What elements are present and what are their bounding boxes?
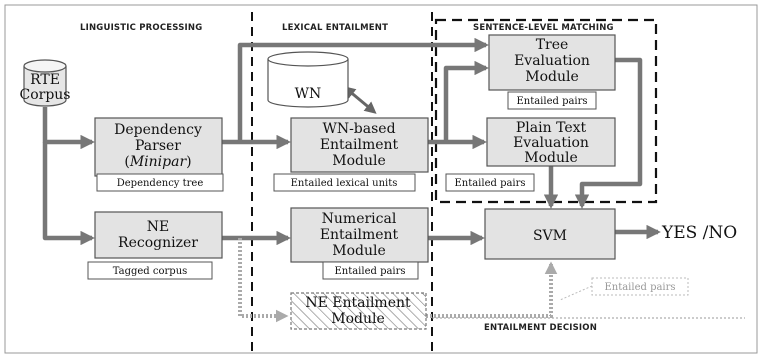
label-tagged-corpus: Tagged corpus xyxy=(87,261,213,280)
header-decision: ENTAILMENT DECISION xyxy=(484,323,597,333)
arrow-corpus-ner xyxy=(42,142,95,246)
wn-database: WN xyxy=(267,51,349,108)
plain-text-evaluation-box: Plain Text Evaluation Module xyxy=(486,117,616,167)
svm-label: SVM xyxy=(533,228,567,244)
plain-eval-line2: Evaluation xyxy=(513,135,589,151)
arrow-wn-link xyxy=(343,86,377,114)
label-entailed-lexical-text: Entailed lexical units xyxy=(291,178,398,189)
ne-recognizer-line1: NE xyxy=(147,219,169,235)
label-entailed-pairs-ne-text: Entailed pairs xyxy=(604,282,675,293)
dependency-parser-box: Dependency Parser (Minipar) xyxy=(94,117,223,177)
header-linguistic: LINGUISTIC PROCESSING xyxy=(80,23,202,33)
label-entailed-lexical: Entailed lexical units xyxy=(273,173,416,192)
numerical-line1: Numerical xyxy=(322,211,397,227)
wn-label: WN xyxy=(295,86,322,102)
label-entailed-pairs-numerical: Entailed pairs xyxy=(322,261,419,280)
label-entailed-pairs-tree: Entailed pairs xyxy=(507,91,597,110)
wn-module-line3: Module xyxy=(332,153,386,169)
header-lexical: LEXICAL ENTAILMENT xyxy=(282,23,388,33)
label-entailed-pairs-tree-text: Entailed pairs xyxy=(516,96,587,107)
leader-ne-pairs xyxy=(559,285,593,301)
label-tagged-corpus-text: Tagged corpus xyxy=(113,266,188,277)
arrow-neentail-svm xyxy=(426,261,558,318)
svm-box: SVM xyxy=(484,208,616,260)
arrow-wn-tree xyxy=(443,60,489,142)
plain-eval-line3: Module xyxy=(524,150,578,166)
dep-parser-line2: Parser xyxy=(135,138,181,154)
numerical-entailment-box: Numerical Entailment Module xyxy=(290,207,429,263)
output-label: YES /NO xyxy=(661,223,737,243)
arrow-ner-neentail xyxy=(238,238,289,323)
label-entailed-pairs-plain-text: Entailed pairs xyxy=(454,178,525,189)
tree-eval-line2: Evaluation xyxy=(514,53,590,69)
tree-eval-line3: Module xyxy=(525,69,579,85)
dep-parser-line3: (Minipar) xyxy=(124,154,191,170)
label-dependency-tree: Dependency tree xyxy=(96,173,224,192)
tree-eval-line1: Tree xyxy=(536,37,569,53)
wn-entailment-box: WN-based Entailment Module xyxy=(290,117,429,173)
wn-module-line2: Entailment xyxy=(320,137,399,153)
corpus-line1: RTE xyxy=(30,72,60,88)
ne-entailment-box: NE Entailment Module xyxy=(290,292,427,330)
ne-recognizer-line2: Recognizer xyxy=(118,235,198,251)
numerical-line3: Module xyxy=(332,243,386,259)
outer-frame xyxy=(4,4,758,354)
plain-eval-line1: Plain Text xyxy=(516,120,587,136)
rte-corpus: RTE Corpus xyxy=(20,59,71,107)
wn-module-line1: WN-based xyxy=(322,121,395,137)
label-dependency-tree-text: Dependency tree xyxy=(117,178,204,189)
arrow-corpus-parser xyxy=(42,107,95,150)
ne-entailment-line1: NE Entailment xyxy=(305,295,411,311)
label-entailed-pairs-ne: Entailed pairs xyxy=(591,277,689,296)
header-sentence: SENTENCE-LEVEL MATCHING xyxy=(473,23,614,33)
tree-evaluation-box: Tree Evaluation Module xyxy=(488,34,616,91)
label-entailed-pairs-numerical-text: Entailed pairs xyxy=(334,266,405,277)
dep-parser-line1: Dependency xyxy=(114,122,202,138)
ne-entailment-line2: Module xyxy=(331,311,385,327)
numerical-line2: Entailment xyxy=(320,227,399,243)
arrow-tree-svm xyxy=(574,57,643,209)
ne-recognizer-box: NE Recognizer xyxy=(94,211,223,259)
arrow-parser-tree xyxy=(237,37,489,142)
corpus-line2: Corpus xyxy=(20,87,71,103)
label-entailed-pairs-plain: Entailed pairs xyxy=(445,173,535,192)
dep-parser-minipar: Minipar xyxy=(129,154,188,170)
